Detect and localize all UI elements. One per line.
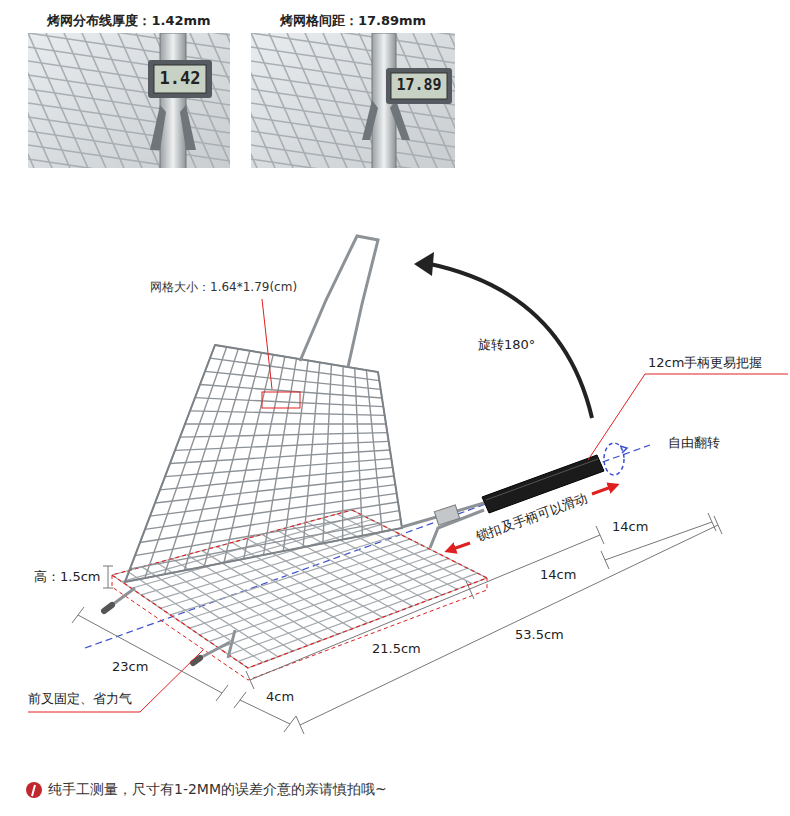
photo-heading: 烤网分布线厚度：1.42mm xyxy=(26,12,232,30)
slide-label: 锁扣及手柄可以滑动 xyxy=(474,491,589,545)
axis-line xyxy=(85,445,650,648)
flip-label: 自由翻转 xyxy=(668,436,720,451)
dimension: 21.5cm xyxy=(372,642,421,657)
leader-line xyxy=(262,299,272,389)
handle-rod xyxy=(402,503,484,548)
grid-cell-mark xyxy=(262,392,300,408)
flip-symbol xyxy=(604,443,624,475)
leader-line xyxy=(28,650,203,712)
dimension: 14cm xyxy=(540,568,576,583)
handle-label: 12cm手柄更易把握 xyxy=(648,356,762,371)
measurement-photo: 烤网分布线厚度：1.42mm xyxy=(26,12,232,168)
dimension: 53.5cm xyxy=(515,628,564,643)
rotate-label: 旋转180° xyxy=(478,338,535,353)
photo xyxy=(251,33,455,168)
slide-arrow xyxy=(450,543,470,550)
leader-line xyxy=(645,374,788,375)
dimension: 14cm xyxy=(612,520,648,535)
grid-size-label: 网格大小：1.64*1.79(cm) xyxy=(150,281,297,295)
slide-arrow xyxy=(592,486,614,494)
lid-handle xyxy=(300,236,378,367)
rotate-arrow xyxy=(425,263,592,418)
feature-note: 前叉固定、省力气 xyxy=(28,692,132,707)
legs xyxy=(112,588,235,658)
lid-grid xyxy=(125,345,402,582)
info-icon xyxy=(26,782,42,798)
dimension-lines xyxy=(72,513,722,734)
dimension: 高：1.5cm xyxy=(34,570,101,585)
dimension: 23cm xyxy=(112,660,148,675)
photo-heading: 烤网格间距：17.89mm xyxy=(249,12,457,30)
photo xyxy=(28,33,230,168)
base-grid xyxy=(112,510,487,680)
caliper-reading: 17.89 xyxy=(396,77,441,94)
footer-note: 纯手工测量，尺寸有1-2MM的误差介意的亲请慎拍哦~ xyxy=(48,781,387,797)
caliper-reading: 1.42 xyxy=(160,69,201,89)
dimension: 4cm xyxy=(266,690,294,705)
